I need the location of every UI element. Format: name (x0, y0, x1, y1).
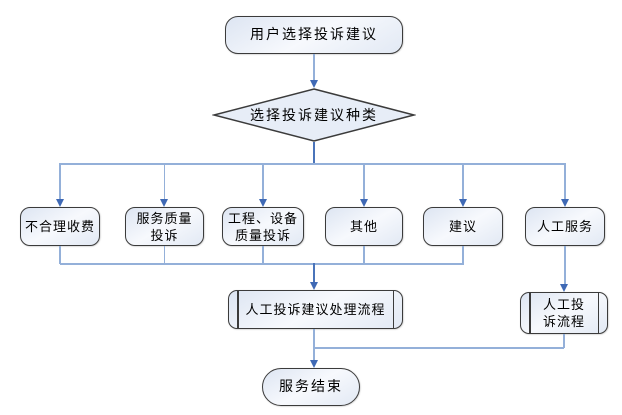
connector-manual-complaint-down (563, 334, 565, 348)
arrowhead-into-suggestion (458, 199, 467, 207)
connector-decision-to-distributor (312, 142, 316, 164)
branch-line-service-quality (163, 163, 166, 199)
arrowhead-into-decision (309, 80, 318, 88)
category-node-manual-service: 人工服务 (525, 207, 605, 246)
manual-complaint-process-node: 人工投诉流程 (520, 292, 608, 334)
branch-line-other (363, 163, 365, 199)
collector-drop-service-quality (163, 246, 166, 264)
arrowhead-into-engineering-quality (258, 199, 267, 207)
end-node: 服务结束 (262, 368, 360, 406)
collector-drop-unreasonable-charges (59, 246, 61, 264)
collector-line (60, 263, 464, 265)
collector-drop-suggestion (462, 246, 464, 264)
arrowhead-into-unreasonable-charges (55, 199, 64, 207)
distributor-line (60, 163, 566, 165)
branch-line-engineering-quality (262, 163, 264, 199)
collector-drop-engineering-quality (262, 246, 264, 264)
arrowhead-into-end (309, 360, 318, 368)
manual-handling-process-node: 人工投诉建议处理流程 (228, 290, 403, 329)
category-node-engineering-equipment-quality-complaint: 工程、设备质量投诉 (222, 207, 304, 246)
branch-line-unreasonable-charges (59, 163, 61, 199)
branch-line-suggestion (462, 163, 464, 199)
connector-collector-to-manual-handling (312, 263, 316, 282)
arrowhead-into-manual-handling (309, 282, 318, 290)
arrowhead-into-service-quality (160, 199, 168, 207)
decision-label: 选择投诉建议种类 (250, 109, 378, 124)
category-node-unreasonable-charges: 不合理收费 (20, 207, 100, 246)
category-node-suggestion: 建议 (423, 207, 503, 246)
connector-manual-complaint-join (314, 347, 564, 349)
connector-manual-handling-to-end (313, 329, 315, 360)
decision-diamond-shape (212, 88, 416, 142)
connector-manual-service-to-manual-complaint (564, 246, 566, 284)
collector-drop-other (363, 246, 365, 264)
arrowhead-into-manual-complaint (559, 284, 568, 292)
arrowhead-into-other (359, 199, 368, 207)
connector-start-to-decision (313, 54, 315, 80)
category-node-other: 其他 (325, 207, 403, 246)
decision-node: 选择投诉建议种类 (212, 88, 416, 142)
category-node-service-quality-complaint: 服务质量投诉 (125, 207, 204, 246)
arrowhead-into-manual-service (560, 199, 569, 207)
start-node: 用户选择投诉建议 (225, 16, 403, 54)
branch-line-manual-service (564, 163, 566, 199)
